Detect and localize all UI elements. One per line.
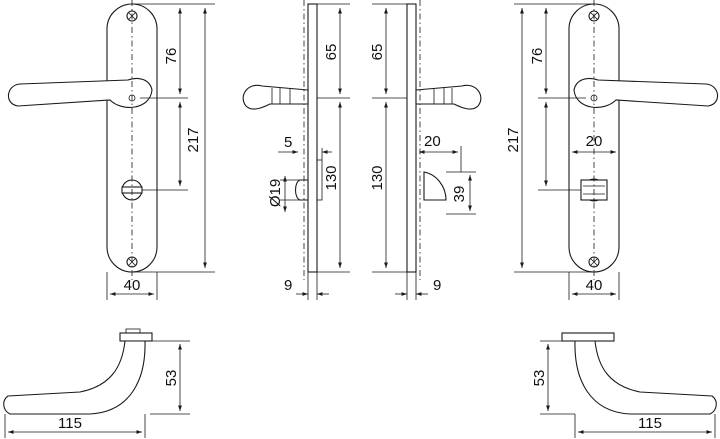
dim-65-right: 65 <box>369 44 386 61</box>
dim-217-left: 217 <box>185 127 202 152</box>
lever-side-right <box>415 84 482 110</box>
side-view-right <box>372 0 482 300</box>
dim-65-left: 65 <box>323 44 340 61</box>
lever-handle-left <box>7 77 153 108</box>
dim-9-left: 9 <box>284 277 292 294</box>
dim-dia19: Ø19 <box>267 179 284 207</box>
wc-knob-side-left <box>294 179 309 201</box>
lever-side-left <box>242 84 309 110</box>
dim-20-front: 20 <box>586 133 603 150</box>
side-plate-right <box>406 3 417 273</box>
dim-9-right: 9 <box>433 277 441 294</box>
dim-130-right: 130 <box>369 165 386 190</box>
dim-53-left: 53 <box>163 370 180 387</box>
lever-top-left <box>3 340 146 415</box>
front-view-left <box>7 0 215 300</box>
dim-39: 39 <box>451 186 468 203</box>
dim-130-left: 130 <box>323 165 340 190</box>
side-view-left <box>242 0 350 300</box>
lever-handle-right <box>573 77 719 108</box>
lever-top-right <box>574 340 717 415</box>
top-view-right <box>540 332 717 438</box>
wc-knob-side-right <box>423 171 447 201</box>
dim-53-right: 53 <box>531 370 548 387</box>
top-view-left <box>3 328 190 438</box>
dim-115-right: 115 <box>638 415 662 432</box>
side-plate-left <box>307 3 318 273</box>
dim-40-left: 40 <box>124 277 141 294</box>
front-view-right <box>514 0 719 300</box>
dim-5: 5 <box>284 134 292 151</box>
dim-76-right: 76 <box>529 48 546 65</box>
dim-76-left: 76 <box>163 48 180 65</box>
dim-115-left: 115 <box>58 415 82 432</box>
dim-20-side: 20 <box>424 133 441 150</box>
dim-40-right: 40 <box>586 277 603 294</box>
dim-217-right: 217 <box>505 127 522 152</box>
